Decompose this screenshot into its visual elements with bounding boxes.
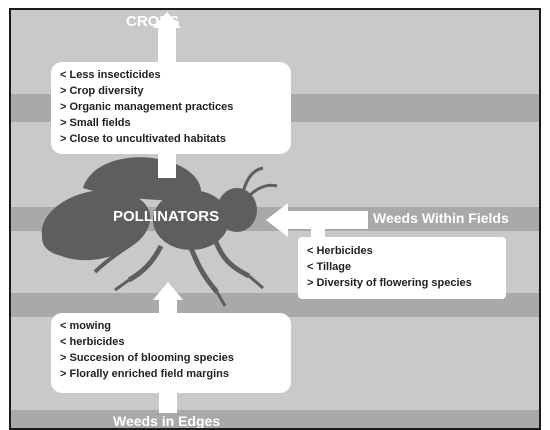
factor-item: < herbicides [60,334,282,350]
crops-factors-box: < Less insecticides > Crop diversity > O… [51,62,291,154]
weeds-within-fields-label: Weeds Within Fields [373,210,509,226]
weeds-edges-factors-box: < mowing < herbicides > Succesion of blo… [51,313,291,393]
factor-item: > Small fields [60,115,282,131]
factor-item: < Less insecticides [60,67,282,83]
weeds-within-factors-box: < Herbicides < Tillage > Diversity of fl… [298,237,506,299]
factor-item: > Close to uncultivated habitats [60,131,282,147]
factor-item: < Herbicides [307,243,497,259]
factor-item: < Tillage [307,259,497,275]
factor-item: > Crop diversity [60,83,282,99]
bee-icon [35,157,277,306]
diagram-frame: CROPS POLLINATORS Weeds Within Fields We… [11,10,539,428]
crops-label: CROPS [126,13,179,30]
weeds-in-edges-label: Weeds in Edges [113,413,220,428]
factor-item: < mowing [60,318,282,334]
pollinators-label: POLLINATORS [113,208,219,225]
arrow-crops-box-to-bee [158,154,176,178]
factor-item: > Florally enriched field margins [60,366,282,382]
factor-item: > Succesion of blooming species [60,350,282,366]
factor-item: > Organic management practices [60,99,282,115]
factor-item: > Diversity of flowering species [307,275,497,291]
